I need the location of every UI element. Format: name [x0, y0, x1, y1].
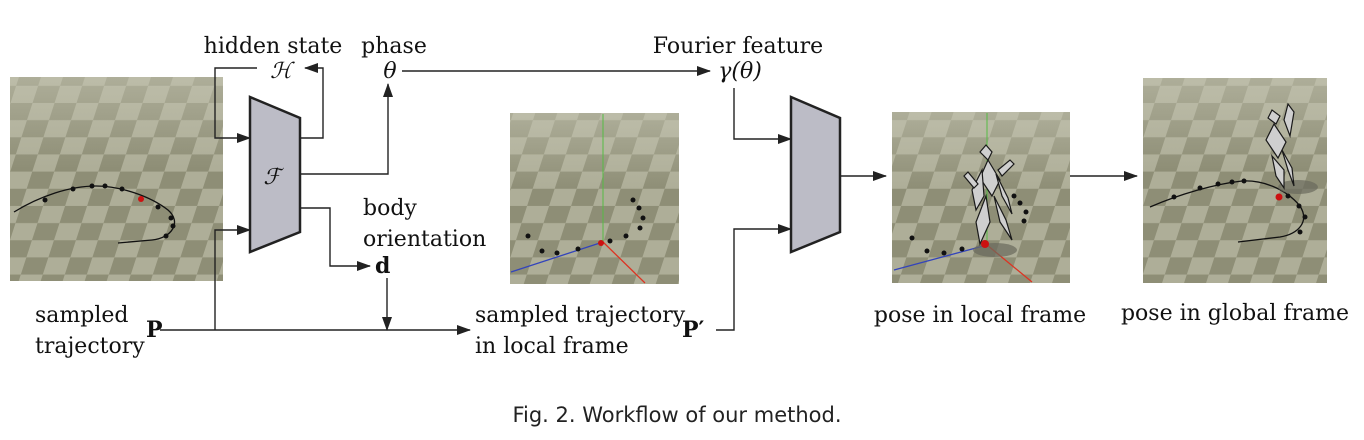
network-f-block: [248, 95, 302, 254]
root-marker: [598, 240, 604, 246]
hidden-state-output-arrow: [300, 63, 324, 139]
local-trajectory-samples: [525, 197, 646, 256]
local-trajectory-symbol: P′: [682, 317, 705, 343]
panel-pose-local: [892, 112, 1070, 283]
trajectory-symbol: P: [146, 317, 163, 343]
sampled-trajectory-label-line2: trajectory: [35, 334, 145, 359]
pose-global-label: pose in global frame: [1121, 301, 1349, 326]
local-trajectory-to-decoder-arrow: [716, 224, 792, 331]
trajectory-samples: [42, 183, 176, 239]
hidden-state-label: hidden state: [204, 34, 343, 59]
floor-haze: [510, 113, 679, 284]
orientation-symbol: d: [375, 253, 390, 279]
decoder-network-block: [789, 95, 842, 254]
figure-caption: Fig. 2. Workflow of our method.: [512, 403, 841, 427]
hidden-state-symbol: ℋ: [270, 59, 295, 84]
local-trajectory-label-line1: sampled trajectory: [475, 303, 686, 328]
trajectory-to-f-arrow: [214, 225, 251, 330]
fourier-feature-label: Fourier feature: [653, 34, 823, 59]
phase-label: phase: [361, 34, 427, 59]
connectors: [160, 63, 1138, 335]
phase-output-arrow: [300, 83, 393, 175]
axis-z-line: [893, 244, 988, 271]
panel-pose-global: [1143, 78, 1327, 283]
trajectory-curve: [13, 185, 176, 244]
character-shadow: [1278, 180, 1318, 194]
local-trajectory-label-line2: in local frame: [475, 334, 629, 359]
root-marker: [1275, 193, 1283, 201]
floor-haze: [10, 77, 223, 281]
axis-z-line: [510, 241, 604, 273]
axis-x-line: [602, 241, 646, 284]
pose-local-samples: [909, 193, 1029, 256]
network-f-symbol: ℱ: [263, 165, 284, 190]
trajectory-curve: [1149, 180, 1305, 243]
fourier-to-decoder-arrow: [733, 88, 792, 144]
phase-symbol: θ: [383, 59, 396, 84]
body-orientation-label-line2: orientation: [363, 227, 486, 252]
pose-local-label: pose in local frame: [874, 303, 1086, 328]
root-marker: [981, 240, 989, 248]
panel-sampled-trajectory: [10, 77, 223, 281]
orientation-output-arrow: [300, 207, 371, 271]
hidden-state-input-arrow: [214, 67, 257, 143]
global-trajectory-samples: [1171, 178, 1308, 235]
sampled-trajectory-label-line1: sampled: [35, 303, 129, 328]
body-orientation-label-line1: body: [363, 196, 417, 221]
character-skeleton: [963, 144, 1015, 246]
character-skeleton: [1265, 102, 1295, 190]
fourier-feature-symbol: γ(θ): [718, 59, 762, 84]
root-marker: [138, 196, 144, 202]
panel-local-trajectory: [510, 113, 679, 284]
